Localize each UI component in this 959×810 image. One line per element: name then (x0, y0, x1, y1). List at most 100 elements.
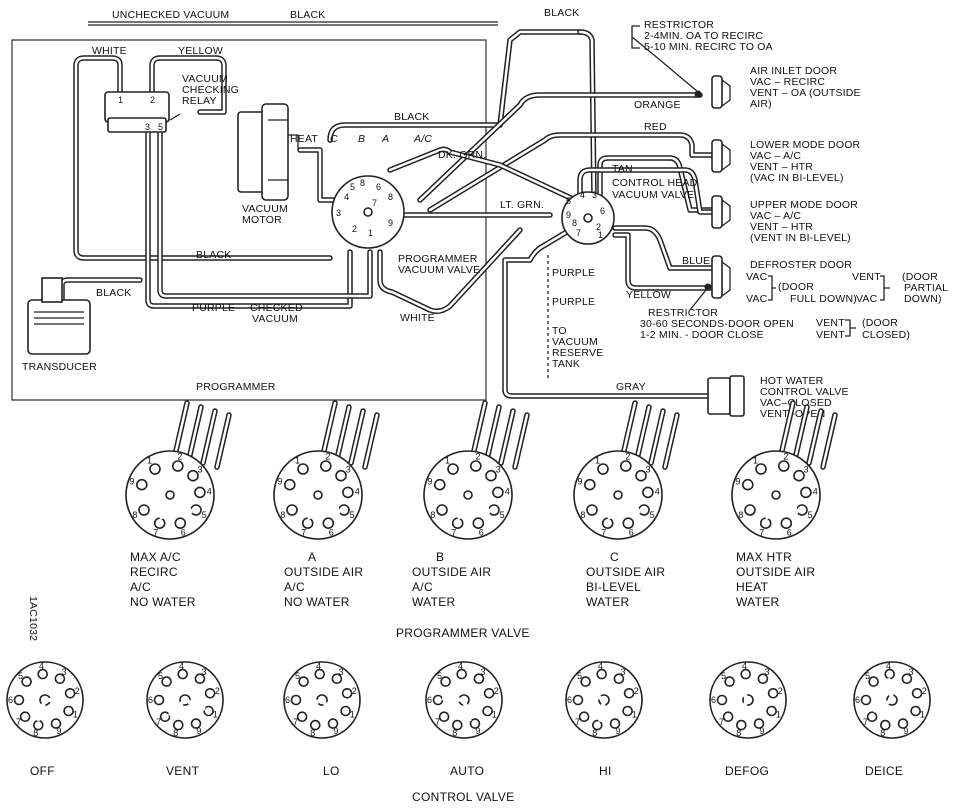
port-number: 5 (350, 510, 355, 520)
defroster-vac1: VAC (746, 271, 768, 283)
port-number: 8 (580, 510, 585, 520)
hot-water-valve-3: VAC–CLOSED (760, 397, 832, 409)
hose-label-lt-grn: LT. GRN. (500, 199, 544, 211)
port-number: 3 (621, 667, 626, 677)
hose-runs (59, 29, 718, 399)
vacuum-motor-label-1: VACUUM (242, 203, 288, 215)
restrictor-bottom-pointer (689, 289, 707, 311)
port-number: 4 (655, 487, 660, 497)
hose-label-black-mid: BLACK (394, 111, 429, 123)
programmer-vacuum-valve-label-2: VACUUM VALVE (398, 264, 480, 276)
port-number: 3 (198, 464, 203, 474)
hose-label-black-top-right: BLACK (544, 7, 579, 19)
port-number: 3 (804, 464, 809, 474)
port-number: 5 (295, 671, 300, 681)
air-inlet-door-1: AIR INLET DOOR (750, 65, 837, 77)
upper-mode-door-4: (VENT IN BI-LEVEL) (750, 232, 851, 244)
port-number: 5 (577, 671, 582, 681)
port-number: 8 (132, 510, 137, 520)
lower-mode-door-1: LOWER MODE DOOR (750, 139, 861, 151)
programmer-position-text: NO WATER (284, 595, 350, 609)
port-number: 7 (719, 717, 724, 727)
port-number: 1 (147, 455, 152, 465)
reserve-tank-label-3: RESERVE (552, 347, 603, 359)
port-number: 8 (452, 728, 457, 738)
figure-id: 1AC1032 (27, 596, 39, 641)
port-number: 1 (213, 709, 218, 719)
programmer-position-text: MAX HTR (736, 550, 792, 564)
port-number: 3 (765, 667, 770, 677)
port-number: 7 (759, 528, 764, 538)
svg-text:1: 1 (118, 95, 123, 105)
port-number: 9 (277, 476, 282, 486)
port-number: 9 (129, 476, 134, 486)
vacuum-checking-relay: 1 2 3 5 (104, 91, 181, 133)
port-number: 6 (427, 695, 432, 705)
port-number: 9 (475, 726, 480, 736)
port-number: 5 (202, 510, 207, 520)
port-number: 7 (451, 528, 456, 538)
svg-text:1: 1 (368, 228, 373, 238)
port-number: 5 (808, 510, 813, 520)
port-number: 6 (787, 528, 792, 538)
port-number: 6 (148, 695, 153, 705)
defroster-vent2: VENT (816, 317, 845, 329)
control-position-label: HI (599, 764, 612, 778)
port-number: 9 (196, 726, 201, 736)
port-number: 5 (865, 671, 870, 681)
port-number: 2 (352, 686, 357, 696)
port-number: 2 (625, 451, 630, 461)
port-number: 4 (207, 487, 212, 497)
port-number: 4 (886, 661, 891, 671)
port-number: 1 (920, 709, 925, 719)
defroster-bracket-1 (768, 275, 776, 301)
programmer-vacuum-valve-label-1: PROGRAMMER (398, 253, 478, 265)
programmer-position-text: B (436, 550, 444, 564)
reserve-tank-label-4: TANK (552, 358, 580, 370)
hose-label-tan: TAN (612, 163, 633, 175)
port-number: 9 (56, 726, 61, 736)
port-number: 9 (427, 476, 432, 486)
port-number: 9 (615, 726, 620, 736)
control-head-label-2: VACUUM VALVE (612, 189, 694, 201)
port-number: 1 (595, 455, 600, 465)
defroster-door-closed-1: (DOOR (862, 317, 898, 329)
control-valve-caption: CONTROL VALVE (412, 790, 514, 804)
lower-mode-door-2: VAC – A/C (750, 150, 801, 162)
svg-text:6: 6 (376, 182, 381, 192)
defroster-door-closed-2: CLOSED) (862, 329, 910, 341)
programmer-position-text: NO WATER (130, 595, 196, 609)
programmer-position-text: OUTSIDE AIR (284, 565, 363, 579)
defroster-door-partial-1: (DOOR (902, 271, 938, 283)
svg-text:2: 2 (150, 95, 155, 105)
defroster-door-full-down-1: (DOOR (778, 281, 814, 293)
transducer (27, 277, 91, 355)
vacuum-motor-label-2: MOTOR (242, 214, 282, 226)
port-number: 3 (62, 667, 67, 677)
port-number: 6 (711, 695, 716, 705)
svg-text:8: 8 (360, 178, 365, 188)
label-c: C (330, 133, 338, 145)
port-number: 8 (592, 728, 597, 738)
port-number: 4 (505, 487, 510, 497)
defroster-bracket-2 (880, 275, 890, 301)
port-number: 5 (721, 671, 726, 681)
port-number: 2 (922, 686, 927, 696)
port-number: 7 (601, 528, 606, 538)
programmer-position-text: A (308, 550, 316, 564)
hose-label-purple-r2: PURPLE (552, 296, 595, 308)
port-number: 1 (445, 455, 450, 465)
restrictor-bottom-3: 1-2 MIN. - DOOR CLOSE (640, 329, 764, 341)
port-number: 1 (492, 709, 497, 719)
hot-water-valve-2: CONTROL VALVE (760, 386, 849, 398)
svg-text:7: 7 (576, 228, 581, 238)
defroster-vent3: VENT (816, 329, 845, 341)
port-number: 8 (280, 510, 285, 520)
